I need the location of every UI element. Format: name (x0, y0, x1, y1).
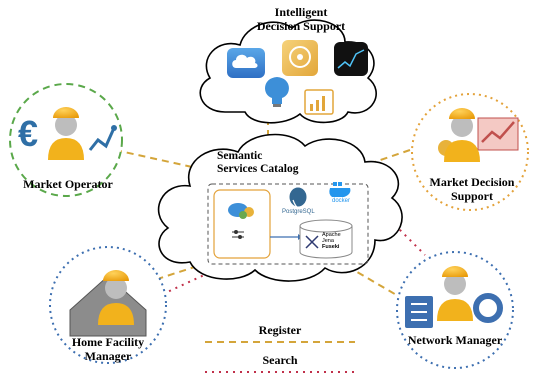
home-facility-figure (69, 270, 147, 337)
growth-chart-icon (304, 89, 334, 115)
jena-label: Apache Jena Fuseki (322, 232, 341, 251)
search-legend-label: Search (262, 353, 298, 367)
docker-label: docker (332, 198, 351, 204)
docker-icon (329, 182, 351, 197)
euro-icon: € (18, 113, 38, 154)
jena-database-icon (299, 219, 353, 259)
postgres-label: PostgreSQL (282, 209, 315, 215)
search-connections (149, 209, 426, 301)
catalog-dashed-box (207, 183, 369, 265)
sliders-icon (232, 230, 244, 239)
lightbulb-brain-icon (265, 77, 289, 107)
semantic-catalog-title: Semantic Services Catalog (217, 150, 299, 176)
cloud-gear-icon (228, 203, 254, 219)
market-decision-figure (438, 108, 519, 162)
network-manager-figure (405, 266, 503, 328)
ai-head-icon (282, 40, 318, 76)
network-manager-label: Network Manager (407, 333, 503, 347)
market-operator-figure: € (18, 107, 117, 160)
home-facility-label: Home Facility Manager (71, 335, 145, 363)
market-operator-label: Market Operator (23, 177, 113, 191)
market-decision-label: Market Decision Support (429, 175, 515, 203)
intelligent-decision-title: Intelligent Decision Support (256, 5, 346, 33)
trend-line-icon (88, 127, 116, 151)
catalog-service-panel (213, 189, 271, 259)
cloud-brain-icon (227, 48, 265, 78)
postgres-icon (288, 186, 308, 209)
register-legend-label: Register (258, 323, 302, 337)
stock-chart-icon (334, 42, 368, 76)
